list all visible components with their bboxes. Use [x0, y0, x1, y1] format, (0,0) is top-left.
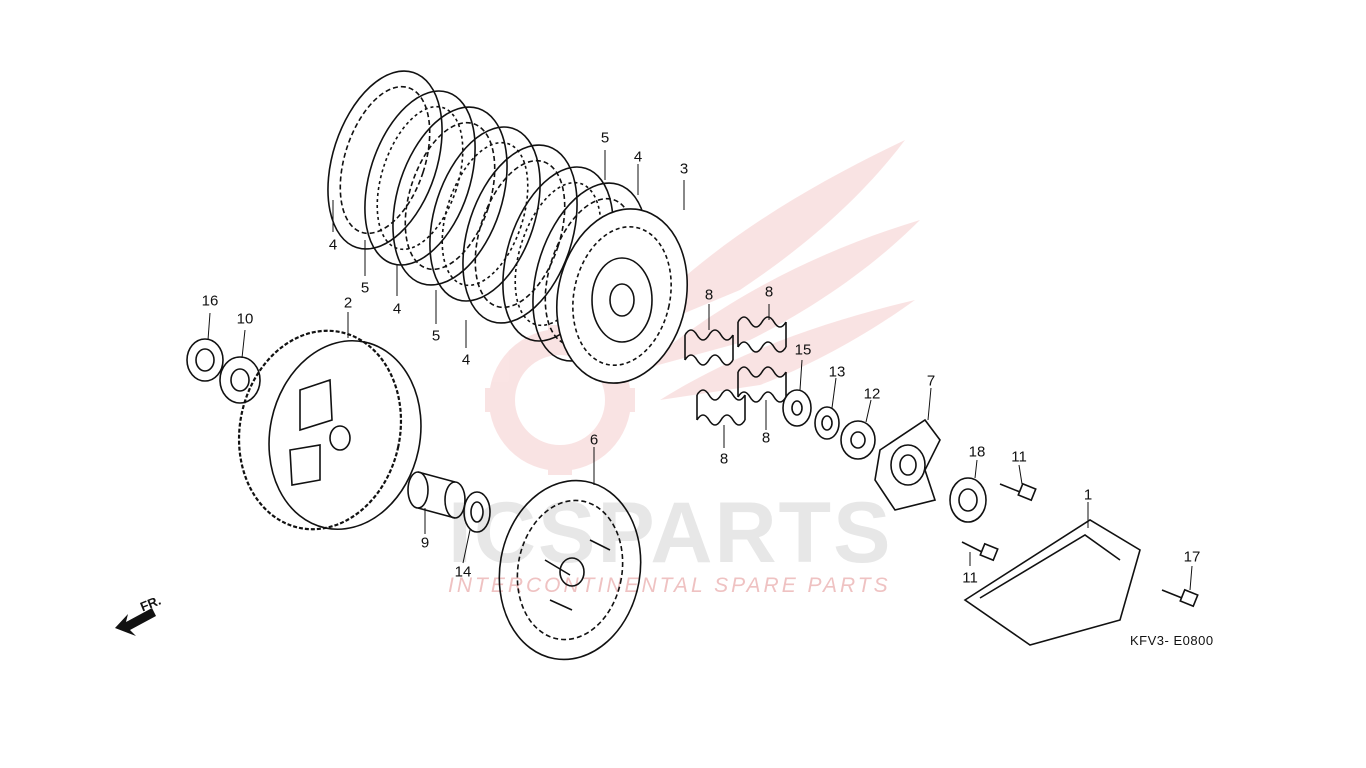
bolt-17	[1161, 588, 1199, 608]
lock-nut	[186, 338, 224, 382]
front-arrow-icon	[115, 608, 156, 636]
bolt-11-upper	[999, 482, 1037, 502]
callout-8: 8	[719, 450, 729, 468]
clutch-spring-a	[684, 329, 734, 366]
callout-8: 8	[764, 283, 774, 301]
clutch-plate-4-a	[327, 70, 443, 250]
callout-8: 8	[704, 286, 714, 304]
callout-12: 12	[863, 385, 881, 403]
washer-13	[814, 406, 840, 440]
callout-8: 8	[761, 429, 771, 447]
callout-17: 17	[1183, 548, 1201, 566]
callout-16: 16	[201, 292, 219, 310]
callout-6: 6	[589, 431, 599, 449]
clutch-plate-5-b	[429, 126, 541, 302]
callout-11: 11	[1011, 448, 1027, 466]
callout-4: 4	[328, 236, 338, 254]
collar	[407, 471, 466, 519]
clutch-plate-4-c	[462, 144, 578, 324]
clutch-spring-d	[737, 366, 787, 403]
callout-5: 5	[431, 327, 441, 345]
watermark-brand: ICSPARTS	[448, 485, 893, 581]
clutch-cover	[963, 519, 1141, 646]
callout-9: 9	[420, 534, 430, 552]
callout-1: 1	[1083, 486, 1093, 504]
watermark-tagline: INTERCONTINENTAL SPARE PARTS	[448, 574, 891, 597]
callout-14: 14	[454, 563, 472, 581]
callout-10: 10	[236, 310, 254, 328]
callout-2: 2	[343, 294, 353, 312]
clutch-outer	[237, 329, 422, 531]
thrust-washer	[463, 491, 491, 533]
callout-18: 18	[968, 443, 986, 461]
callout-15: 15	[794, 341, 812, 359]
callout-13: 13	[828, 363, 846, 381]
callout-3: 3	[679, 160, 689, 178]
lifter-nut	[840, 420, 876, 460]
clutch-plate-4-b	[392, 106, 508, 286]
clutch-plate-5-a	[364, 90, 476, 266]
bolt-11-lower	[961, 541, 999, 562]
callout-4: 4	[392, 300, 402, 318]
washer-15	[782, 389, 812, 427]
bearing	[949, 477, 987, 523]
lifter-plate	[874, 418, 941, 511]
lock-washer	[219, 356, 261, 404]
callout-7: 7	[926, 372, 936, 390]
clutch-center	[555, 208, 689, 384]
clutch-spring-b	[737, 316, 787, 353]
callout-4: 4	[461, 351, 471, 369]
leader-lines	[207, 150, 1193, 591]
drawing-code: KFV3- E0800	[1130, 633, 1214, 648]
pressure-plate	[498, 479, 642, 661]
callout-5: 5	[360, 279, 370, 297]
callout-5: 5	[600, 129, 610, 147]
clutch-spring-c	[696, 389, 746, 426]
callout-4: 4	[633, 148, 643, 166]
callout-11: 11	[962, 569, 978, 587]
